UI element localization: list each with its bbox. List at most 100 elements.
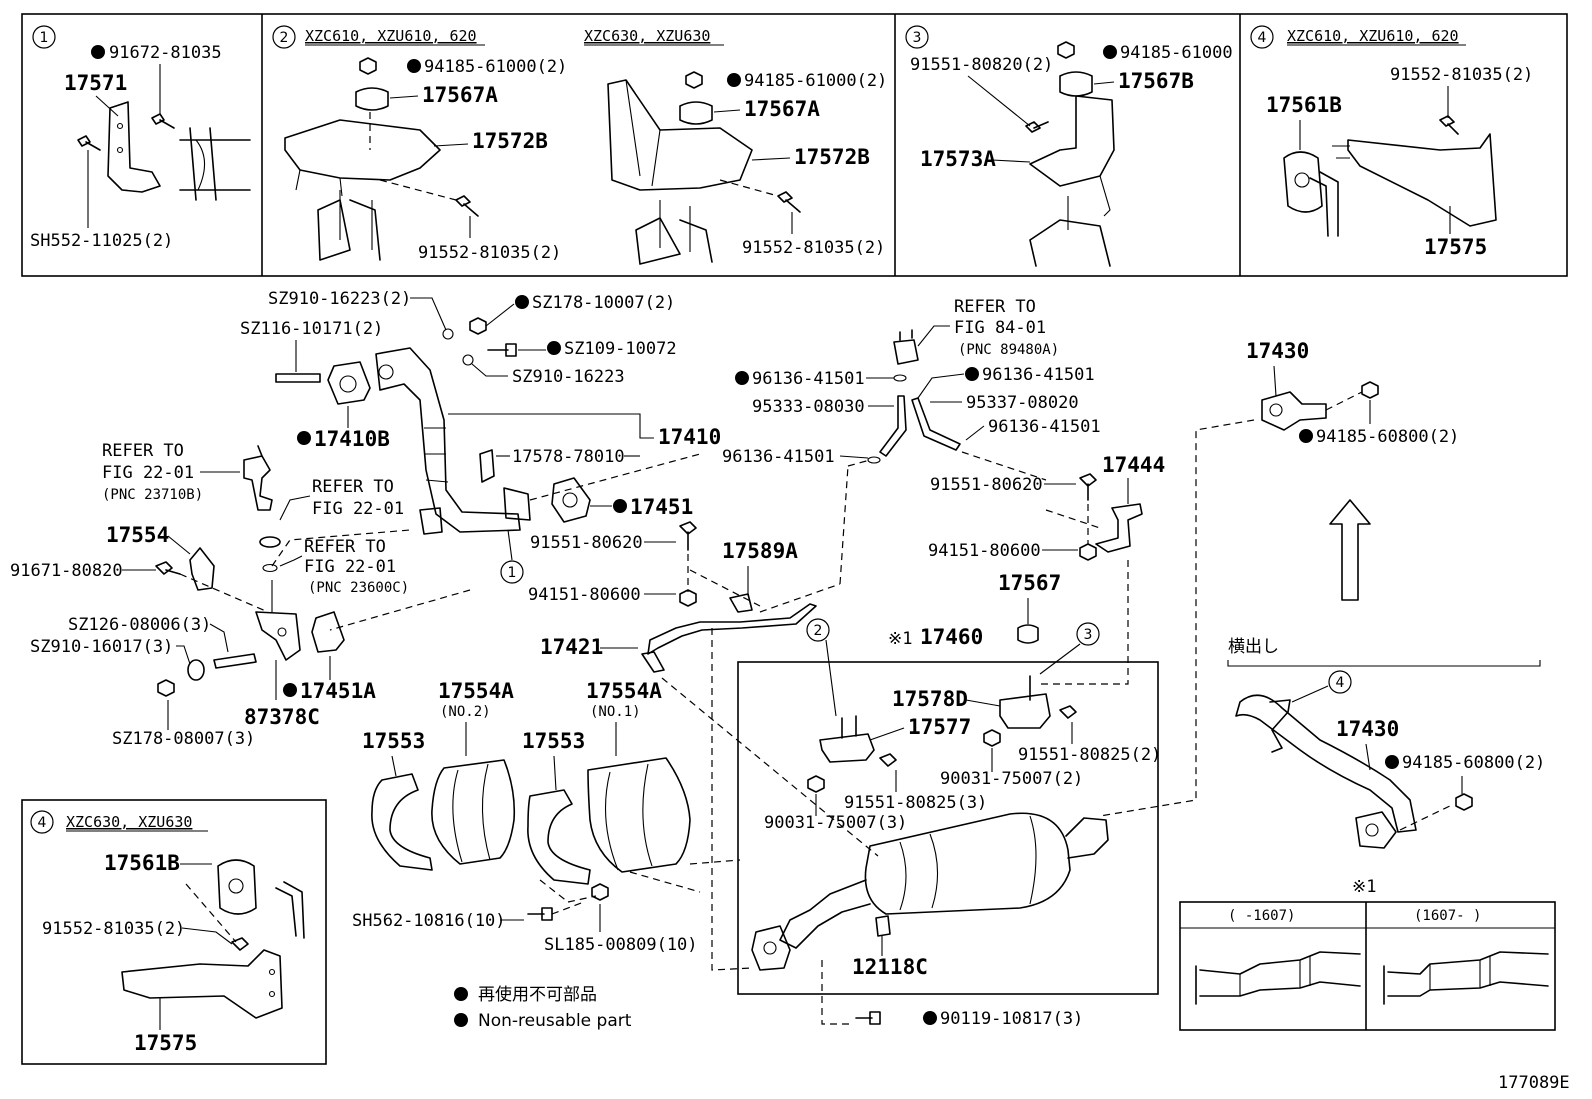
label-17575-p5: 17575 (134, 1031, 197, 1055)
label-sz116-10171: SZ116-10171(2) (240, 319, 383, 339)
label-17410: 17410 (658, 425, 721, 449)
sensor-12118c (875, 915, 891, 937)
panel-1-number: 1 (40, 30, 49, 46)
label-sz178-08007: SZ178-08007(3) (112, 729, 255, 749)
label-17410b: 17410B (314, 427, 390, 451)
panel-4-top: 4 XZC610, XZU610, 620 91552-81035(2) 175… (1250, 25, 1533, 259)
nut-icon (591, 883, 609, 901)
label-17567a-a: 17567A (422, 83, 498, 107)
callout-2: 2 (814, 623, 823, 639)
label-96136-d: 96136-41501 (722, 447, 835, 467)
nut-icon (1361, 381, 1379, 399)
nut-icon (983, 729, 1001, 747)
nut-icon (1079, 543, 1097, 561)
label-17451: 17451 (630, 495, 693, 519)
hanger-bracket-17571 (107, 101, 161, 193)
diagram-id: 177089E (1498, 1073, 1570, 1093)
stud-icon (275, 373, 321, 383)
label-90119: 90119-10817(3) (940, 1009, 1083, 1029)
bolt-icon (455, 195, 479, 217)
nut-icon (359, 57, 377, 75)
label-96136-c: 96136-41501 (988, 417, 1101, 437)
mat-17554a-no1 (587, 757, 691, 873)
label-94185-60800-side: 94185-60800(2) (1402, 753, 1545, 773)
label-fig22-a: FIG 22-01 (102, 463, 194, 483)
bolt-icon (679, 521, 697, 551)
bolt-icon (527, 907, 553, 921)
label-17567a-b: 17567A (744, 97, 820, 121)
label-17578-78010: 17578-78010 (512, 447, 625, 467)
callout-1: 1 (508, 565, 517, 581)
label-inset-right: (1607- ) (1414, 908, 1481, 924)
panel-4-number: 4 (1258, 30, 1267, 46)
bracket-17575-p4 (1347, 133, 1497, 227)
label-95337: 95337-08020 (966, 393, 1079, 413)
panel-4-bottom: 4 XZC630, XZU630 17561B 91552-81035(2) 1… (21, 799, 327, 1065)
label-91552-81035-b: 91552-81035(2) (742, 238, 885, 258)
label-17444: 17444 (1102, 453, 1165, 477)
label-17589a: 17589A (722, 539, 798, 563)
washer-icon (259, 536, 281, 548)
bolt-icon (487, 343, 517, 357)
label-17573a: 17573A (920, 147, 996, 171)
label-95333: 95333-08030 (752, 397, 865, 417)
label-inset-mark: ※1 (1352, 877, 1376, 897)
label-94185-61000-b: 94185-61000(2) (744, 71, 887, 91)
label-17460-mark: ※1 (888, 629, 912, 649)
nut-icon (679, 589, 697, 607)
label-17554a-b: 17554A (586, 679, 662, 703)
nut-icon (469, 317, 487, 335)
pressure-sensor-icon (893, 329, 919, 365)
label-pnc89480a: (PNC 89480A) (958, 342, 1059, 358)
label-87378c: 87378C (244, 705, 320, 729)
label-sl185: SL185-00809(10) (544, 935, 698, 955)
label-91551-80620-a: 91551-80620 (530, 533, 643, 553)
label-91671-80820: 91671-80820 (10, 561, 123, 581)
bracket-17572b-b (607, 79, 753, 191)
variant-xzc610-p4: XZC610, XZU610, 620 (1287, 27, 1459, 45)
label-pnc23710b: (PNC 23710B) (102, 487, 203, 503)
label-91552-p5: 91552-81035(2) (42, 919, 185, 939)
bracket-17444 (1095, 503, 1143, 553)
tail-pipe-17430-top (1261, 391, 1327, 431)
label-17575-p4: 17575 (1424, 235, 1487, 259)
label-90031-3: 90031-75007(3) (764, 813, 907, 833)
bolt-icon (231, 937, 249, 951)
pressure-pipe-17421 (647, 603, 817, 655)
label-sz126-08006: SZ126-08006(3) (68, 615, 211, 635)
label-91552-81035-p4: 91552-81035(2) (1390, 65, 1533, 85)
label-no1: (NO.1) (590, 704, 641, 720)
bolt-icon (77, 135, 101, 151)
washer-icon (187, 659, 205, 681)
bolt-icon (879, 753, 897, 767)
label-sh552-11025: SH552-11025(2) (30, 231, 173, 251)
label-91672-81035: 91672-81035 (109, 43, 222, 63)
bolt-icon (777, 191, 801, 213)
label-17567b: 17567B (1118, 69, 1194, 93)
bolt-icon (1059, 705, 1077, 719)
variant-xzc630-p5: XZC630, XZU630 (66, 813, 192, 831)
label-94185-61000-p3: 94185-61000 (1120, 43, 1233, 63)
label-90031-2: 90031-75007(2) (940, 769, 1083, 789)
hose-95337 (911, 397, 961, 451)
label-91551-80825-3: 91551-80825(3) (844, 793, 987, 813)
label-94151-80600-a: 94151-80600 (528, 585, 641, 605)
label-sz910-16223: SZ910-16223 (512, 367, 625, 387)
label-17554: 17554 (106, 523, 169, 547)
label-17430-side: 17430 (1336, 717, 1399, 741)
mat-17554a-no2 (431, 759, 516, 865)
bolt-icon (155, 561, 181, 575)
label-fig22-b: FIG 22-01 (312, 499, 404, 519)
label-17460: 17460 (920, 625, 983, 649)
insulator-icon (1017, 624, 1039, 644)
bolt-icon (1079, 473, 1097, 501)
label-refer-to-a: REFER TO (102, 441, 184, 461)
rubber-hanger-17561b (1283, 151, 1323, 213)
panel-3: 3 94185-61000 91551-80820(2) 17567B 1757… (905, 25, 1233, 267)
label-17572b-a: 17572B (472, 129, 548, 153)
nut-icon (685, 71, 703, 89)
tail-pipe-17430-side (1235, 694, 1417, 833)
bracket-17578d (999, 675, 1051, 729)
callout-3: 3 (1084, 627, 1093, 643)
